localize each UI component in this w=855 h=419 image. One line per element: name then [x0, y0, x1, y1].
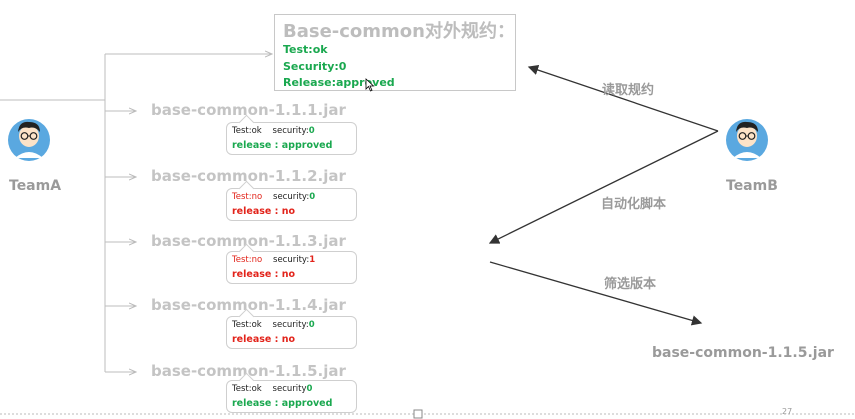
- contract-title: Base-common对外规约：: [283, 17, 515, 43]
- jar-security-value: 0: [309, 126, 315, 136]
- jar-test: Test:ok: [232, 126, 262, 136]
- jar-security-value: 1: [309, 255, 315, 265]
- jar-test-security: Test:ok security:0: [232, 320, 315, 330]
- jar-release: release : no: [232, 334, 295, 345]
- edge-label-script: 自动化脚本: [601, 193, 666, 212]
- jar-status-bubble: Test:no security:1 release : no: [226, 251, 357, 284]
- page-number: 27: [782, 407, 792, 416]
- jar-status-bubble: Test:no security:0 release : no: [226, 188, 357, 221]
- jar-status-bubble: Test:ok security0 release : approved: [226, 380, 357, 413]
- jar-security-key: security:: [273, 126, 309, 136]
- team-b-avatar: [725, 118, 769, 162]
- jar-security-value: 0: [307, 384, 313, 394]
- jar-test: Test:ok: [232, 320, 262, 330]
- contract-security: Security:0: [283, 60, 346, 73]
- jar-security-key: security:: [273, 255, 309, 265]
- team-a-avatar: [7, 118, 51, 162]
- jar-release: release : no: [232, 269, 295, 280]
- jar-test: Test:no: [232, 192, 262, 202]
- contract-test: Test:ok: [283, 43, 328, 56]
- jar-release: release : approved: [232, 398, 332, 409]
- result-jar: base-common-1.1.5.jar: [652, 345, 834, 361]
- jar-test-security: Test:ok security0: [232, 384, 312, 394]
- jar-security-value: 0: [309, 192, 315, 202]
- jar-test: Test:no: [232, 255, 262, 265]
- jar-security-value: 0: [309, 320, 315, 330]
- jar-security-key: security:: [273, 192, 309, 202]
- jar-test-security: Test:ok security:0: [232, 126, 315, 136]
- jar-test-security: Test:no security:0: [232, 192, 315, 202]
- arrow-read-contract: [529, 67, 718, 131]
- team-a-label: TeamA: [9, 178, 61, 194]
- contract-box: Base-common对外规约： Test:ok Security:0 Rele…: [274, 14, 516, 91]
- edge-label-read: 读取规约: [602, 79, 654, 98]
- contract-release: Release:approved: [283, 76, 395, 89]
- arrow-script: [490, 131, 718, 243]
- mouse-cursor-icon: [365, 78, 375, 92]
- jar-release: release : no: [232, 206, 295, 217]
- jar-status-bubble: Test:ok security:0 release : approved: [226, 122, 357, 155]
- edge-label-filter: 筛选版本: [604, 273, 656, 292]
- resize-handle: [414, 410, 422, 418]
- jar-status-bubble: Test:ok security:0 release : no: [226, 316, 357, 349]
- jar-test-security: Test:no security:1: [232, 255, 315, 265]
- jar-security-key: security:: [273, 320, 309, 330]
- team-b-label: TeamB: [726, 178, 778, 194]
- jar-release: release : approved: [232, 140, 332, 151]
- jar-test: Test:ok: [232, 384, 262, 394]
- arrow-filter: [490, 262, 701, 323]
- jar-security-key: security: [273, 384, 307, 394]
